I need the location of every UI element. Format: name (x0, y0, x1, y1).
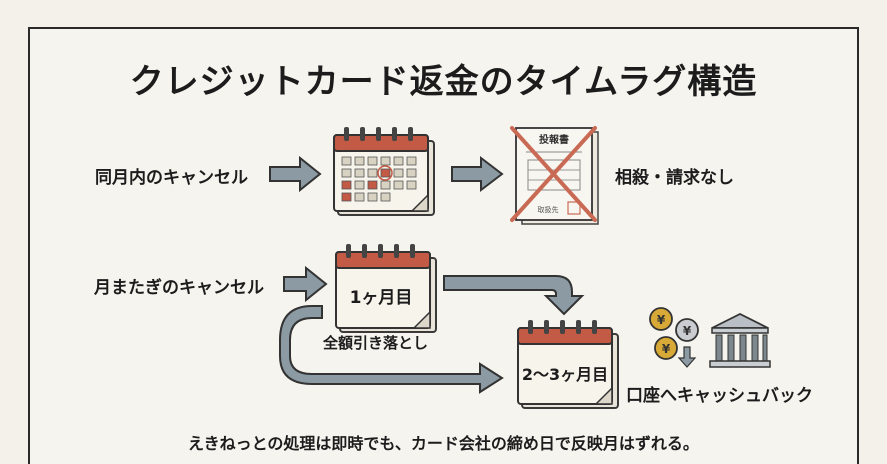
svg-text:¥: ¥ (683, 324, 692, 338)
footnote: えきねっとの処理は即時でも、カード会社の締め日で反映月はずれる。 (188, 434, 699, 453)
calendar-icon (517, 319, 619, 409)
label-cross-month-cancel: 月またぎのキャンセル (94, 278, 264, 298)
invoice-label: 投報書 (539, 133, 569, 146)
arrow-down-icon (677, 346, 697, 368)
label-full-charge: 全額引き落とし (323, 334, 429, 352)
svg-text:¥: ¥ (662, 342, 671, 356)
diagram-title: クレジットカード返金のタイムラグ構造 (129, 62, 758, 102)
diagram-frame (28, 27, 859, 464)
arrow-right-icon (269, 155, 322, 193)
svg-text:¥: ¥ (657, 313, 666, 327)
calendar-icon (333, 126, 435, 216)
calendar-1-label: 1ヶ月目 (350, 288, 413, 308)
arrow-u-turn-icon (279, 305, 504, 394)
cross-icon (510, 126, 597, 222)
arrow-right-icon (451, 155, 504, 193)
arrow-right-icon (283, 265, 328, 303)
label-same-month-cancel: 同月内のキャンセル (95, 168, 248, 188)
calendar-2-label: 2〜3ヶ月目 (522, 365, 608, 384)
bank-icon (709, 312, 771, 368)
coin-icon: ¥ ¥ ¥ (649, 307, 699, 360)
label-cashback: 口座へキャッシュバック (626, 386, 813, 406)
invoice-sub: 取扱先 (538, 205, 559, 214)
arrow-bent-down-icon (443, 275, 585, 316)
label-offset-no-charge: 相殺・請求なし (615, 168, 734, 188)
